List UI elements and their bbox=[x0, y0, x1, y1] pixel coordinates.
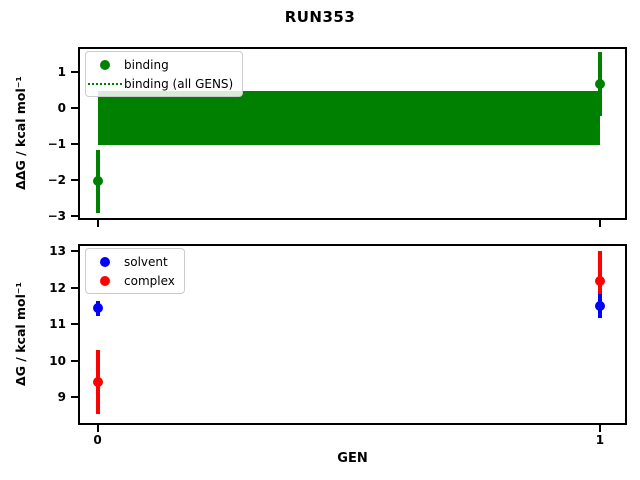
x-tick-label: 1 bbox=[595, 433, 605, 447]
legend-label: solvent bbox=[124, 254, 168, 269]
x-axis-label: GEN bbox=[337, 451, 368, 466]
legend-circle-icon bbox=[86, 59, 124, 70]
y-tick-label: 11 bbox=[49, 317, 66, 332]
y-tick-label: −1 bbox=[47, 137, 66, 152]
y-tick bbox=[71, 107, 78, 110]
legend-dotted-line-icon bbox=[86, 82, 124, 85]
y-tick-label: −3 bbox=[47, 209, 66, 224]
data-point-complex bbox=[594, 275, 605, 286]
legend-item-solvent: solvent bbox=[86, 252, 175, 271]
bottom-axes-dg bbox=[78, 244, 627, 425]
x-tick bbox=[96, 425, 99, 432]
y-tick bbox=[71, 215, 78, 218]
y-tick-label: 13 bbox=[49, 244, 66, 259]
legend: binding binding (all GENS) bbox=[85, 51, 244, 97]
y-tick-label: 10 bbox=[49, 353, 66, 368]
x-tick bbox=[598, 425, 601, 432]
y-axis-label-ddg: ΔΔG / kcal mol⁻¹ bbox=[13, 76, 28, 190]
data-point-solvent bbox=[594, 300, 605, 311]
legend-label: binding (all GENS) bbox=[124, 76, 234, 91]
y-tick bbox=[71, 323, 78, 326]
x-tick bbox=[598, 220, 601, 227]
y-tick-label: −2 bbox=[47, 173, 66, 188]
data-point-solvent bbox=[92, 303, 103, 314]
y-tick bbox=[71, 179, 78, 182]
y-tick bbox=[71, 143, 78, 146]
y-tick bbox=[71, 250, 78, 253]
legend-label: binding bbox=[124, 57, 169, 72]
y-tick bbox=[71, 286, 78, 289]
top-axes-binding bbox=[78, 47, 627, 220]
y-tick-label: 0 bbox=[57, 101, 66, 116]
legend: solvent complex bbox=[85, 248, 185, 294]
y-tick-label: 12 bbox=[49, 280, 66, 295]
confidence-band-binding-all-gens- bbox=[97, 91, 600, 145]
data-point-binding bbox=[92, 176, 103, 187]
y-tick bbox=[71, 359, 78, 362]
y-tick-label: 9 bbox=[57, 390, 66, 405]
x-tick-label: 0 bbox=[93, 433, 102, 447]
legend-item-binding: binding bbox=[86, 55, 233, 74]
y-tick bbox=[71, 396, 78, 399]
y-tick bbox=[71, 71, 78, 74]
legend-circle-icon bbox=[86, 275, 124, 286]
x-tick bbox=[96, 220, 99, 227]
chart-title: RUN353 bbox=[284, 8, 356, 26]
legend-circle-icon bbox=[86, 256, 124, 267]
legend-item-complex: complex bbox=[86, 271, 175, 290]
data-point-binding bbox=[594, 78, 605, 89]
y-tick-label: 1 bbox=[57, 65, 66, 80]
legend-label: complex bbox=[124, 273, 175, 288]
legend-item-binding-all-gens-: binding (all GENS) bbox=[86, 74, 233, 93]
data-point-complex bbox=[92, 377, 103, 388]
